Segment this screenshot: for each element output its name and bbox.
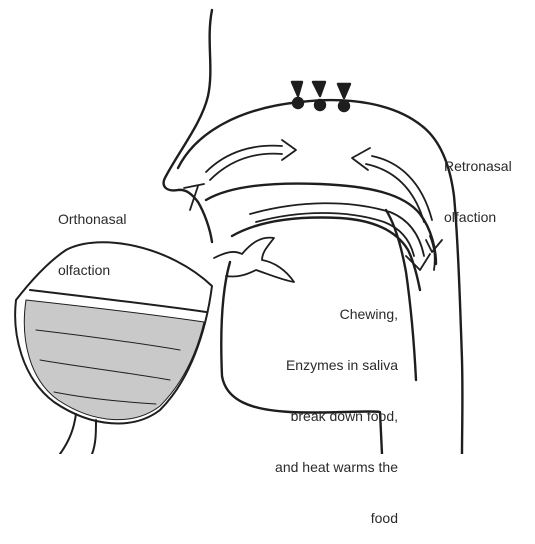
chewing-line-1: Chewing, [218,306,398,323]
chewing-line-4: and heat warms the [218,459,398,476]
wine-liquid [24,300,204,420]
chewing-line-2: Enzymes in saliva [218,357,398,374]
orthonasal-line-2: olfaction [58,262,126,279]
retronasal-arrow [352,148,442,270]
chewing-line-3: break down food, [218,408,398,425]
retronasal-line-1: Retronasal [444,158,512,175]
face-profile [164,10,212,242]
olfactory-receptors [292,82,350,111]
retronasal-line-2: olfaction [444,209,512,226]
chewing-line-5: food [218,510,398,527]
orthonasal-line-1: Orthonasal [58,211,126,228]
chewing-label: Chewing, Enzymes in saliva break down fo… [218,272,398,544]
orthonasal-label: Orthonasal olfaction [58,177,126,296]
retronasal-label: Retronasal olfaction [444,124,512,243]
orthonasal-arrow [184,140,296,210]
